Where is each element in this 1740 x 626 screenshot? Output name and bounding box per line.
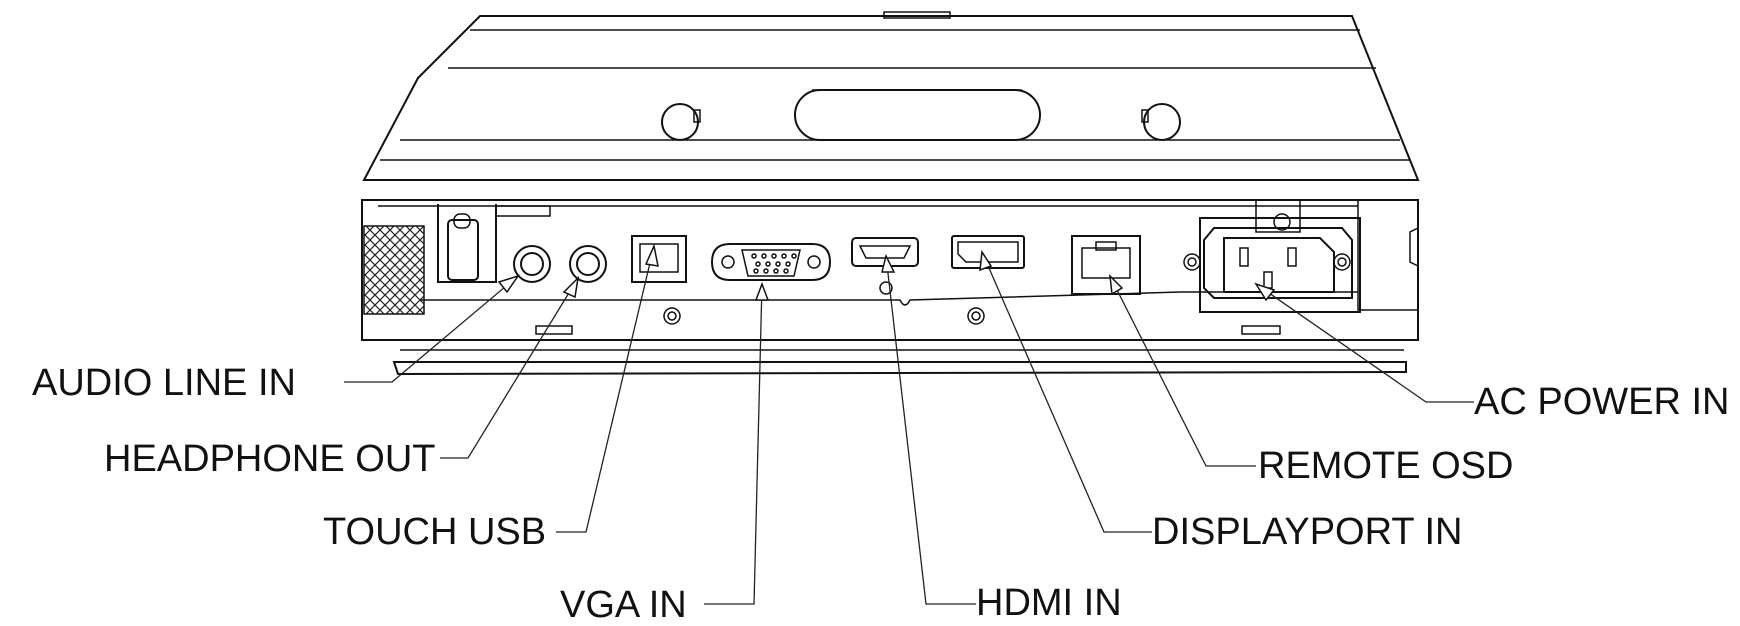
leader-ac-power-in [1254, 282, 1474, 403]
label-ac-power-in: AC POWER IN [1474, 381, 1730, 423]
right-side-panel [1357, 200, 1418, 311]
label-hdmi-in: HDMI IN [976, 582, 1122, 624]
ac-power-inlet [1199, 199, 1361, 313]
displayport-in-port [951, 235, 1025, 269]
mounting-knob-left [661, 103, 701, 141]
label-displayport-in: DISPLAYPORT IN [1152, 511, 1463, 553]
vent-grille [363, 225, 425, 315]
label-vga-in: VGA IN [560, 584, 687, 626]
leader-hdmi-in [881, 253, 976, 605]
panel-screws [663, 253, 1351, 325]
remote-osd-port [1071, 235, 1141, 295]
mounting-knob-right [1141, 103, 1181, 141]
leader-audio-line-in [344, 274, 520, 383]
label-audio-line-in: AUDIO LINE IN [32, 362, 296, 404]
headphone-out-jack [569, 245, 607, 283]
leader-headphone-out [440, 275, 580, 459]
leader-displayport-in [979, 249, 1152, 533]
monitor-housing [362, 11, 1420, 181]
leader-touch-usb [556, 243, 659, 533]
label-headphone-out: HEADPHONE OUT [104, 438, 436, 480]
vga-in-port [710, 243, 832, 281]
touch-usb-port [631, 235, 687, 283]
label-touch-usb: TOUCH USB [323, 511, 547, 553]
label-remote-osd: REMOTE OSD [1258, 445, 1514, 487]
handle-slot [794, 89, 1041, 141]
kensington-lock-slot [437, 204, 551, 283]
leader-vga-in [704, 281, 770, 605]
leader-remote-osd [1109, 273, 1256, 467]
audio-line-in-jack [513, 245, 551, 283]
right-edge-bracket [1409, 227, 1419, 267]
